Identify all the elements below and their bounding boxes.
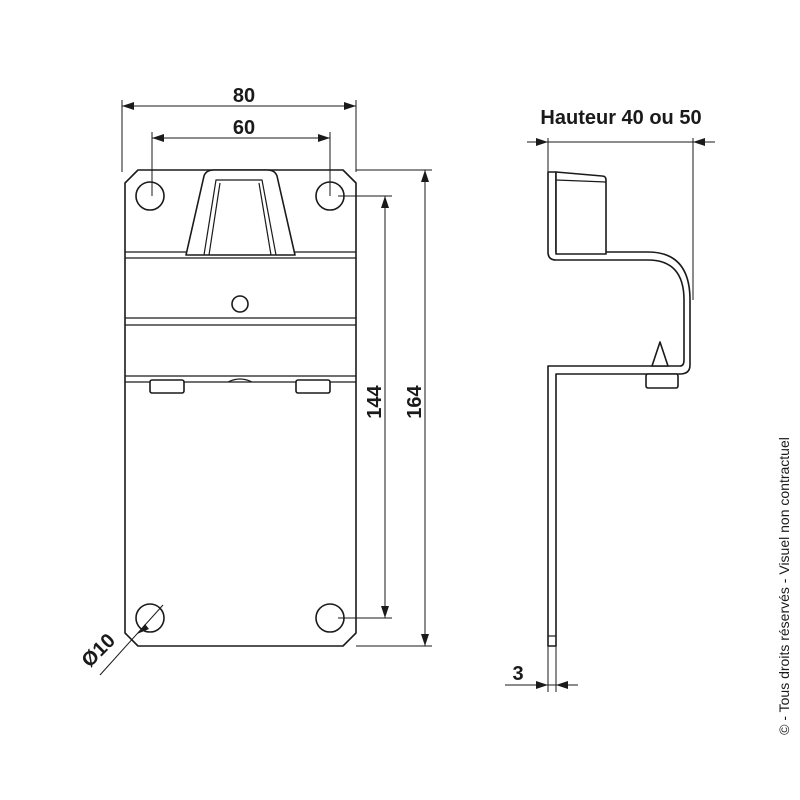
dim-label-height-note: Hauteur 40 ou 50 <box>540 107 701 129</box>
hook-tongue-line <box>258 182 272 256</box>
dim-arrow <box>536 681 548 689</box>
hook-tongue-outer <box>185 169 296 256</box>
dim-arrow <box>381 606 389 618</box>
dim-arrow <box>137 624 149 634</box>
dim-arrow <box>381 196 389 208</box>
dim-arrow <box>318 134 330 142</box>
front-plate-outline <box>124 169 357 647</box>
side-dimensions: Hauteur 40 ou 50 3 <box>505 107 715 692</box>
dim-label-diameter: Ø10 <box>78 630 120 672</box>
side-lip-line <box>555 179 607 183</box>
dim-arrow <box>122 102 134 110</box>
dim-arrow <box>152 134 164 142</box>
dim-label-164: 164 <box>404 384 426 418</box>
dim-arrow <box>536 138 548 146</box>
center-notch <box>227 378 253 383</box>
dim-label-60: 60 <box>233 117 255 139</box>
dim-label-80: 80 <box>233 85 255 107</box>
center-hole <box>231 295 249 313</box>
dim-arrow <box>344 102 356 110</box>
dim-label-thickness: 3 <box>512 663 523 685</box>
dim-label-144: 144 <box>364 384 386 418</box>
side-lip <box>555 171 607 255</box>
dim-arrow <box>556 681 568 689</box>
dim-arrow <box>421 170 429 182</box>
dim-arrow <box>693 138 705 146</box>
copyright-note: © - Tous droits réservés - Visuel non co… <box>776 437 792 735</box>
side-view <box>547 171 691 647</box>
mounting-hole-top-left <box>135 181 165 211</box>
tab-left <box>149 379 185 394</box>
side-profile-outer <box>547 171 691 647</box>
hook-tongue-line <box>208 182 221 256</box>
tab-right <box>295 379 331 394</box>
dim-arrow <box>421 634 429 646</box>
diameter-leader <box>99 604 164 676</box>
front-view <box>124 169 357 647</box>
hook-tongue-inner <box>203 179 277 256</box>
side-foot-tab <box>645 373 679 389</box>
side-cone <box>651 341 669 367</box>
